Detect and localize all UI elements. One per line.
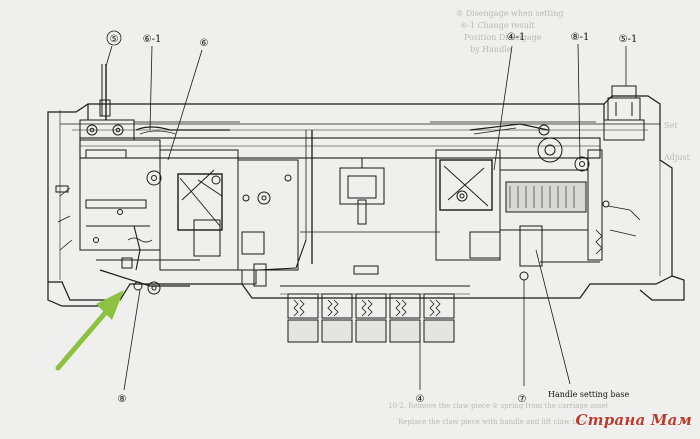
svg-text:⑤: ⑤ [110, 34, 119, 45]
svg-text:⑦: ⑦ [518, 394, 527, 405]
svg-text:⑧-1: ⑧-1 [571, 32, 590, 43]
callout-5-1: ⑤-1 [619, 34, 638, 45]
callout-8-bottom: ⑧ [118, 394, 127, 405]
left-mechanism [55, 139, 299, 295]
svg-text:⑧: ⑧ [118, 394, 127, 405]
right-mechanism [430, 121, 641, 281]
callout-6-1: ⑥-1 [143, 34, 162, 45]
handle-setting-base-label: Handle setting base [548, 390, 629, 399]
leader-lines [105, 43, 627, 391]
green-pointer-arrow-icon [55, 290, 124, 371]
callout-8-1: ⑧-1 [571, 32, 590, 43]
bg-text-5: Set [664, 121, 678, 130]
bg-text-2: ④-1 Change result [460, 21, 535, 30]
left-top-post [79, 64, 240, 141]
callout-7-bottom: ⑦ [518, 394, 527, 405]
bg-text-6: Adjust [663, 153, 691, 162]
bg-text-3: Position Disengage [464, 33, 542, 42]
callout-4-bottom: ④ [416, 394, 425, 405]
callout-4-1: ④-1 [507, 32, 526, 43]
callout-6: ⑥ [200, 38, 209, 49]
bg-text-1: ⑤ Disengage when setting [456, 9, 564, 18]
bg-text-7: 10-2. Remove the claw piece ② spring fro… [388, 402, 609, 410]
svg-text:⑥-1: ⑥-1 [143, 34, 162, 45]
spring-row [287, 293, 455, 343]
svg-text:④: ④ [416, 394, 425, 405]
callout-5-top-left: ⑤ [106, 30, 122, 46]
top-rail [60, 123, 660, 159]
watermark: Страна Мам [575, 411, 692, 429]
svg-text:⑤-1: ⑤-1 [619, 34, 638, 45]
right-top-knob [603, 85, 645, 141]
background-show-through: ⑤ Disengage when setting ④-1 Change resu… [388, 9, 691, 426]
svg-text:④-1: ④-1 [507, 32, 526, 43]
bg-text-4: by Handle [470, 45, 512, 54]
svg-text:⑥: ⑥ [200, 38, 209, 49]
bg-text-8: Replace the claw piece with handle and l… [398, 418, 588, 426]
